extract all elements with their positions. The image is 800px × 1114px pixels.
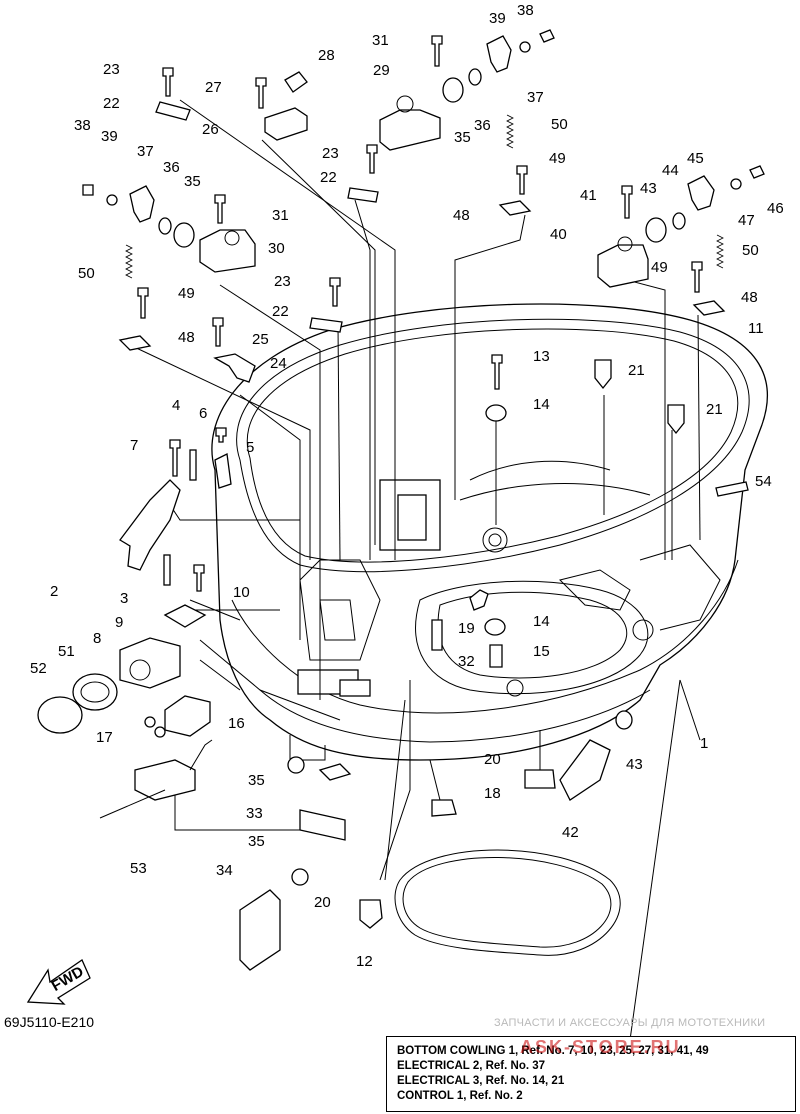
part-label: 34: [216, 862, 233, 879]
part-label: 41: [580, 187, 597, 204]
part-label: 20: [484, 751, 501, 768]
part-label: 2: [50, 583, 58, 600]
part-label: 49: [178, 285, 195, 302]
part-label: 6: [199, 405, 207, 422]
part-label: 46: [767, 200, 784, 217]
part-label: 49: [651, 259, 668, 276]
part-label: 48: [741, 289, 758, 306]
part-label: 14: [533, 613, 550, 630]
watermark-overlay: ASK-STORE.RU: [520, 1037, 681, 1057]
reference-note: BOTTOM COWLING 1, Ref. No. 7, 10, 23, 25…: [397, 1045, 709, 1057]
part-label: 53: [130, 860, 147, 877]
part-label: 14: [533, 396, 550, 413]
part-label: 36: [163, 159, 180, 176]
part-label: 9: [115, 614, 123, 631]
part-label: 35: [248, 772, 265, 789]
part-label: 38: [74, 117, 91, 134]
part-label: 17: [96, 729, 113, 746]
part-label: 31: [272, 207, 289, 224]
part-label: 32: [458, 653, 475, 670]
part-labels: 1 2 3 4 5 6 7 8 9 10 11 12 13 14 14 15 1…: [30, 2, 784, 970]
part-label: 24: [270, 355, 287, 372]
part-label: 13: [533, 348, 550, 365]
part-label: 44: [662, 162, 679, 179]
part-label: 1: [700, 735, 708, 752]
part-label: 22: [103, 95, 120, 112]
part-label: 21: [628, 362, 645, 379]
part-label: 39: [101, 128, 118, 145]
part-label: 33: [246, 805, 263, 822]
part-label: 25: [252, 331, 269, 348]
part-label: 50: [78, 265, 95, 282]
part-label: 18: [484, 785, 501, 802]
part-label: 49: [549, 150, 566, 167]
part-label: 7: [130, 437, 138, 454]
part-label: 35: [184, 173, 201, 190]
part-label: 4: [172, 397, 180, 414]
part-label: 47: [738, 212, 755, 229]
part-label: 52: [30, 660, 47, 677]
part-label: 28: [318, 47, 335, 64]
part-label: 22: [272, 303, 289, 320]
part-label: 50: [551, 116, 568, 133]
fwd-arrow-icon: FWD: [26, 959, 91, 1005]
part-label: 26: [202, 121, 219, 138]
part-label: 48: [178, 329, 195, 346]
part-label: 31: [372, 32, 389, 49]
part-label: 10: [233, 584, 250, 601]
part-label: 21: [706, 401, 723, 418]
part-label: 23: [322, 145, 339, 162]
part-label: 35: [248, 833, 265, 850]
part-label: 16: [228, 715, 245, 732]
part-label: 37: [527, 89, 544, 106]
part-label: 8: [93, 630, 101, 647]
part-label: 29: [373, 62, 390, 79]
part-label: 22: [320, 169, 337, 186]
part-label: 40: [550, 226, 567, 243]
part-label: 11: [748, 320, 764, 337]
part-label: 19: [458, 620, 475, 637]
leader-lines: [129, 99, 701, 1041]
part-label: 39: [489, 10, 506, 27]
reference-note: ELECTRICAL 3, Ref. No. 14, 21: [397, 1075, 565, 1087]
part-label: 54: [755, 473, 772, 490]
part-label: 36: [474, 117, 491, 134]
part-label: 42: [562, 824, 579, 841]
part-label: 38: [517, 2, 534, 19]
part-label: 43: [640, 180, 657, 197]
watermark-text: ЗАПЧАСТИ И АКСЕССУАРЫ ДЛЯ МОТОТЕХНИКИ: [494, 1017, 766, 1029]
part-label: 27: [205, 79, 222, 96]
part-label: 30: [268, 240, 285, 257]
part-label: 23: [274, 273, 291, 290]
part-label: 43: [626, 756, 643, 773]
part-label: 20: [314, 894, 331, 911]
part-label: 12: [356, 953, 373, 970]
part-label: 5: [246, 439, 254, 456]
part-label: 15: [533, 643, 550, 660]
part-label: 23: [103, 61, 120, 78]
bottom-cowling-drawing: [199, 303, 768, 761]
part-label: 3: [120, 590, 128, 607]
part-label: 50: [742, 242, 759, 259]
reference-note: ELECTRICAL 2, Ref. No. 37: [397, 1060, 546, 1072]
part-label: 35: [454, 129, 471, 146]
part-label: 45: [687, 150, 704, 167]
part-label: 37: [137, 143, 154, 160]
reference-note: CONTROL 1, Ref. No. 2: [397, 1090, 523, 1102]
reference-notes-box: BOTTOM COWLING 1, Ref. No. 7, 10, 23, 25…: [386, 1036, 796, 1112]
figure-code: 69J5110-E210: [4, 1014, 95, 1030]
part-label: 48: [453, 207, 470, 224]
small-parts: [37, 29, 765, 971]
part-label: 51: [58, 643, 75, 660]
